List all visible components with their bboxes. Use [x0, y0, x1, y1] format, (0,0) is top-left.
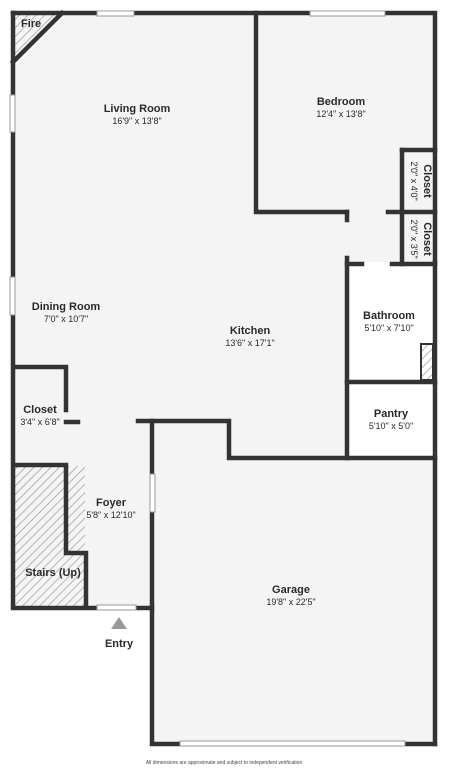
living-room-name: Living Room — [104, 103, 171, 115]
living-room-dims: 16'9" x 13'8" — [112, 116, 161, 126]
dining-room-dims: 7'0" x 10'7" — [44, 314, 88, 324]
fire-label: Fire — [21, 18, 41, 30]
bedroom-name: Bedroom — [317, 96, 366, 108]
garage-name: Garage — [272, 584, 310, 596]
foyer-name: Foyer — [96, 497, 127, 509]
floor-main — [13, 13, 435, 744]
stairs-name: Stairs (Up) — [25, 567, 81, 579]
pantry-name: Pantry — [374, 408, 409, 420]
pantry-dims: 5'10" x 5'0" — [369, 421, 413, 431]
foyer-dims: 5'8" x 12'10" — [86, 510, 135, 520]
bathroom-dims: 5'10" x 7'10" — [364, 323, 413, 333]
closet-1-name: Closet — [421, 164, 433, 198]
closet-2-name: Closet — [421, 222, 433, 256]
stairs-floor — [15, 466, 85, 606]
bathroom-name: Bathroom — [363, 310, 415, 322]
bedroom-dims: 12'4" x 13'8" — [316, 109, 365, 119]
entry-arrow-icon — [111, 617, 127, 629]
disclaimer-footnote: All dimensions are approximate and subje… — [146, 760, 303, 766]
garage-dims: 19'8" x 22'5" — [266, 597, 315, 607]
closet-3-dims: 3'4" x 6'8" — [20, 417, 59, 427]
dining-room-name: Dining Room — [32, 301, 101, 313]
closet-3-name: Closet — [23, 404, 57, 416]
closet-2-dims: 2'0" x 3'5" — [409, 219, 419, 258]
kitchen-name: Kitchen — [230, 325, 271, 337]
closet-1-dims: 2'0" x 4'0" — [409, 161, 419, 200]
bathroom-fixture — [420, 343, 434, 381]
kitchen-dims: 13'6" x 17'1" — [225, 338, 274, 348]
windows — [9, 10, 406, 747]
entry-label: Entry — [105, 638, 134, 650]
